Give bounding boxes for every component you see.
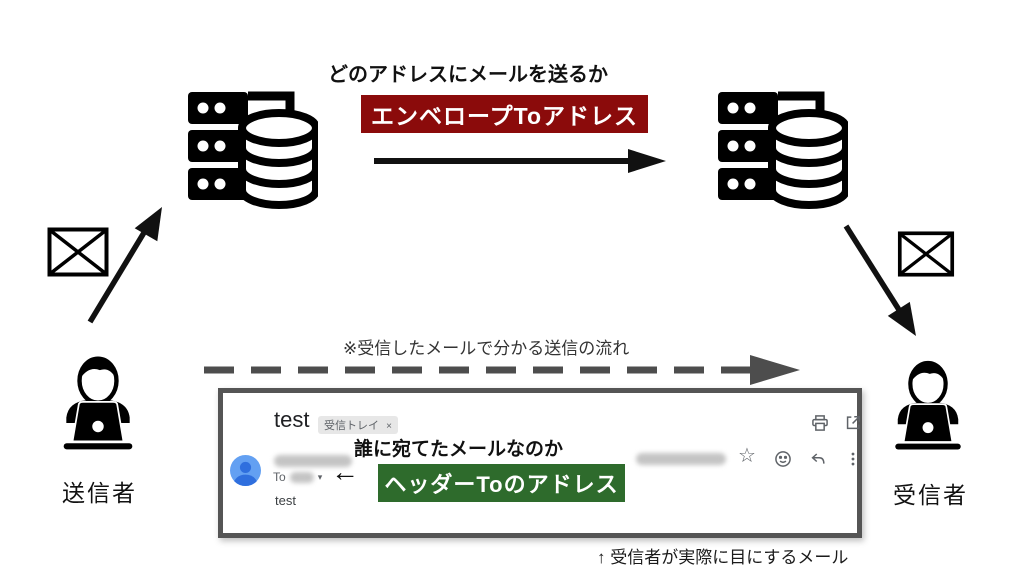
to-label: To	[273, 470, 286, 484]
sender-person-icon	[63, 356, 133, 450]
sender-mail-server-icon	[188, 91, 318, 209]
envelope-to-box: エンベロープToアドレス	[361, 95, 648, 133]
inbox-label-text: 受信トレイ	[324, 420, 379, 432]
avatar	[230, 455, 261, 486]
print-icon[interactable]	[810, 413, 830, 433]
more-options-icon[interactable]	[843, 449, 863, 469]
header-to-box: ヘッダーToのアドレス	[378, 464, 625, 502]
to-row[interactable]: To ▾	[273, 470, 322, 484]
outgoing-mail-envelope-icon	[47, 227, 109, 277]
mail-subject: test	[274, 407, 310, 432]
received-mail-screenshot: test 受信トレイ × 誰に宛てたメールなのか To ▾ ← ヘッダーToのア	[218, 388, 862, 538]
blurred-recipient-address	[289, 471, 314, 483]
inbox-label-badge[interactable]: 受信トレイ ×	[318, 416, 398, 434]
header-to-question: 誰に宛てたメールなのか	[354, 439, 564, 460]
received-mail-flow-dashed-arrow	[204, 355, 800, 385]
star-icon[interactable]: ☆	[738, 445, 756, 467]
blurred-sender-address	[274, 455, 352, 467]
blurred-timestamp	[636, 453, 726, 465]
emoji-icon[interactable]	[773, 449, 793, 469]
receiver-person-icon	[895, 360, 961, 450]
badge-close-icon[interactable]: ×	[386, 421, 392, 432]
pointer-left-arrow: ←	[331, 456, 359, 487]
sender-to-server-arrow	[87, 207, 162, 324]
open-in-new-icon[interactable]	[843, 413, 863, 433]
server-to-server-arrow	[374, 149, 666, 173]
top-question-title: どのアドレスにメールを送るか	[328, 64, 608, 86]
server-to-receiver-arrow	[843, 224, 916, 336]
receiver-mail-server-icon	[718, 91, 848, 209]
mail-body-text: test	[275, 493, 296, 508]
reply-icon[interactable]	[808, 449, 828, 469]
sender-label: 送信者	[62, 480, 137, 506]
bottom-caption: ↑ 受信者が実際に目にするメール	[597, 548, 849, 567]
incoming-mail-envelope-icon	[897, 231, 955, 277]
details-dropdown-icon[interactable]: ▾	[317, 471, 323, 482]
dashed-flow-note: ※受信したメールで分かる送信の流れ	[343, 339, 630, 358]
receiver-label: 受信者	[893, 482, 968, 508]
